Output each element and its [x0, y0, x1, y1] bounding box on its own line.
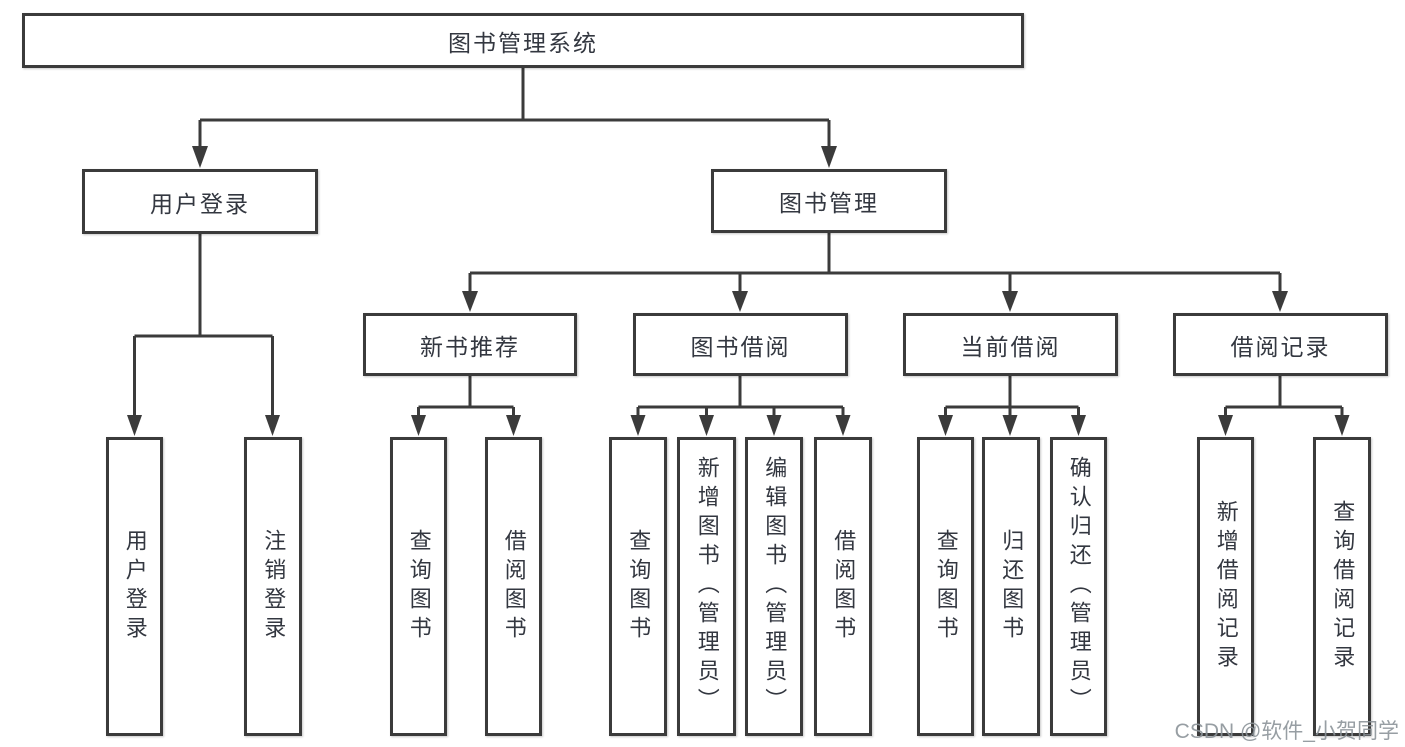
connector-line: [468, 233, 1282, 296]
node-borrowing-records: 借阅记录: [1173, 313, 1388, 376]
arrow-down-icon: [1002, 415, 1018, 436]
node-query-books-recommend: 查询图书: [390, 437, 447, 736]
connector-root-to-level2: [198, 68, 831, 152]
node-label: 用户登录: [122, 528, 148, 645]
node-book-borrowing: 图书借阅: [633, 313, 848, 376]
node-label: 新增图书（管理员）: [694, 456, 720, 717]
node-logout-leaf: 注销登录: [244, 437, 302, 736]
connector-borrowing-records-to-children: [1224, 376, 1344, 425]
arrow-down-icon: [1272, 291, 1288, 312]
node-user-login-branch: 用户登录: [82, 169, 318, 234]
node-root-system: 图书管理系统: [22, 13, 1024, 68]
node-user-login-leaf: 用户登录: [106, 437, 163, 736]
connector-line: [636, 376, 845, 425]
arrow-down-icon: [1071, 415, 1086, 436]
arrow-down-icon: [1334, 415, 1350, 436]
node-label: 查询图书: [406, 528, 432, 645]
node-label: 编辑图书（管理员）: [762, 456, 788, 717]
node-label: 查询图书: [626, 528, 652, 645]
arrow-down-icon: [835, 415, 851, 436]
connector-new-book-recommendation-to-children: [417, 376, 515, 425]
node-query-books-borrowing: 查询图书: [609, 437, 667, 736]
node-edit-book-admin: 编辑图书（管理员）: [745, 437, 803, 736]
arrow-down-icon: [699, 415, 714, 436]
node-label: 查询图书: [933, 528, 959, 645]
node-return-books: 归还图书: [982, 437, 1040, 736]
connector-book-management-to-groups: [468, 233, 1282, 296]
node-confirm-return-admin: 确认归还（管理员）: [1050, 437, 1107, 736]
arrow-down-icon: [127, 415, 142, 436]
node-label: 借阅图书: [831, 528, 857, 645]
arrow-down-icon: [821, 146, 837, 168]
arrow-down-icon: [506, 415, 521, 436]
node-label: 注销登录: [261, 528, 287, 645]
connector-user-login-to-children: [133, 234, 274, 425]
csdn-watermark: CSDN @软件_小贺同学: [1174, 720, 1399, 743]
arrow-down-icon: [938, 415, 953, 436]
node-book-management-branch: 图书管理: [711, 169, 947, 233]
node-current-borrowing: 当前借阅: [903, 313, 1118, 376]
connector-line: [417, 376, 515, 425]
node-label: 确认归还（管理员）: [1066, 456, 1092, 717]
arrow-down-icon: [411, 415, 426, 436]
arrow-down-icon: [462, 291, 478, 312]
arrow-down-icon: [265, 415, 280, 436]
connector-book-borrowing-to-children: [636, 376, 845, 425]
node-label: 借阅图书: [501, 528, 527, 645]
arrow-down-icon: [766, 415, 782, 436]
node-query-borrow-record: 查询借阅记录: [1313, 437, 1371, 736]
node-label: 新增借阅记录: [1213, 499, 1239, 674]
arrow-down-icon: [192, 146, 208, 168]
arrow-down-icon: [1002, 291, 1018, 312]
node-borrow-books-recommend: 借阅图书: [485, 437, 542, 736]
node-new-book-recommendation: 新书推荐: [363, 313, 577, 376]
connector-line: [1224, 376, 1344, 425]
node-label: 归还图书: [999, 528, 1025, 645]
node-add-book-admin: 新增图书（管理员）: [677, 437, 736, 736]
node-borrow-books-leaf: 借阅图书: [814, 437, 872, 736]
connector-line: [133, 234, 274, 425]
arrowheads: [127, 146, 1350, 436]
arrow-down-icon: [1218, 415, 1233, 436]
node-query-books-current: 查询图书: [917, 437, 974, 736]
arrow-down-icon: [732, 291, 748, 312]
node-add-borrow-record: 新增借阅记录: [1197, 437, 1254, 736]
node-label: 查询借阅记录: [1330, 499, 1356, 674]
connector-line: [198, 68, 831, 152]
arrow-down-icon: [630, 415, 646, 436]
